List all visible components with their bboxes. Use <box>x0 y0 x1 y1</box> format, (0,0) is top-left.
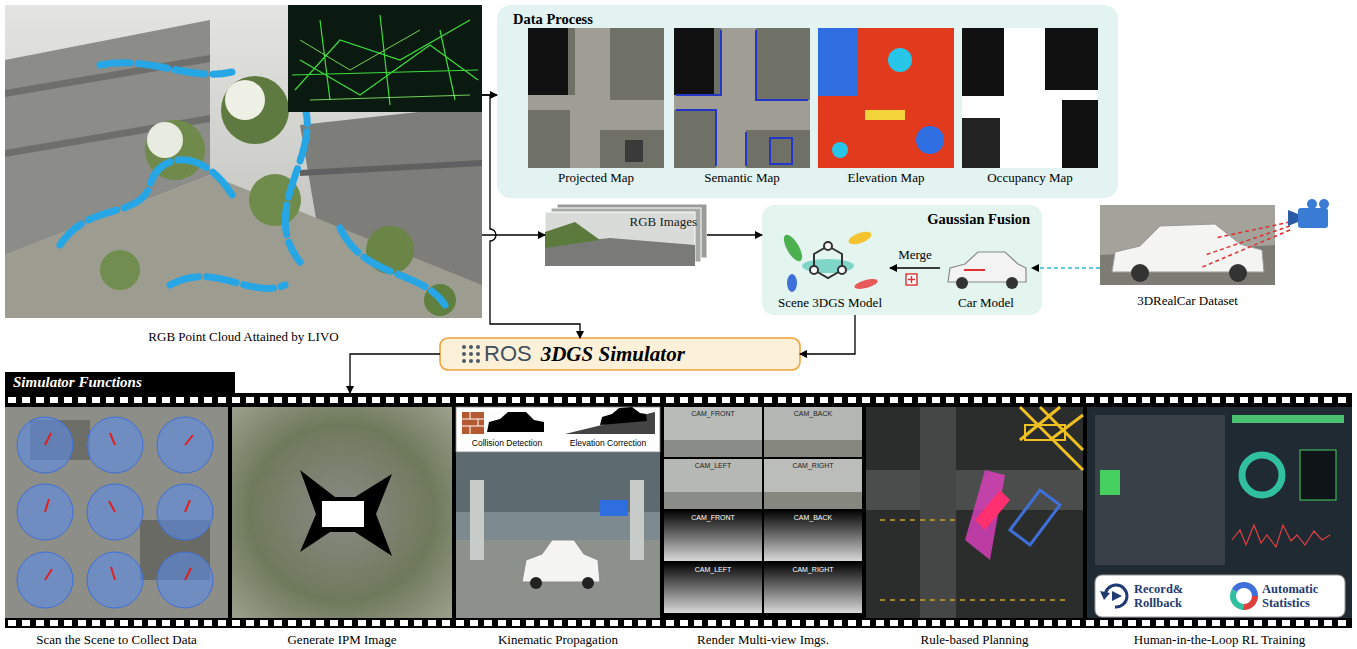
function-image-6 <box>1087 407 1352 618</box>
node-text: Generate IPM Image <box>232 632 452 648</box>
film-strip-panel: Simulator FunctionsScan the Scene to Col… <box>5 393 1352 649</box>
image-label: CAM_RIGHT <box>764 461 862 470</box>
function-image-5 <box>866 407 1083 618</box>
function-image: Generate IPM Image <box>232 407 452 648</box>
node-text: Scene 3DGS Model <box>770 295 890 311</box>
simulator-ground <box>440 338 800 370</box>
node-text: 3DRealCar Dataset <box>1100 293 1275 309</box>
image-label: Automatic Statistics <box>1262 582 1342 610</box>
node-text: Semantic Map <box>674 170 810 186</box>
model-icon: Scene 3DGS Model <box>770 228 890 311</box>
function-image: Rule-based Planning <box>866 407 1083 648</box>
image-stack: RGB Images <box>545 204 707 266</box>
function-image-2 <box>232 407 452 618</box>
function-image-3 <box>456 407 660 618</box>
node-text: ROS <box>484 341 532 367</box>
image-label: CAM_FRONT <box>664 409 762 418</box>
node-text: Car Model <box>940 295 1032 311</box>
function-image-1 <box>5 407 228 618</box>
node-text: Scan the Scene to Collect Data <box>5 632 228 648</box>
image-label: Collision Detection <box>458 438 556 449</box>
image-label: CAM_LEFT <box>664 461 762 470</box>
image-node: Occupancy Map <box>962 28 1098 186</box>
image-label: Record& Rollback <box>1134 582 1208 610</box>
function-image: Render Multi-view Imgs. <box>664 407 862 648</box>
function-image: Human-in-the-Loop RL Training <box>1087 407 1352 648</box>
node-subtext: 3DGS Simulator <box>541 341 685 367</box>
dataset-photo <box>1100 199 1329 285</box>
flow-arrow <box>482 95 580 338</box>
ros-dots <box>462 345 480 363</box>
node-text: Projected Map <box>528 170 664 186</box>
image-node: Projected Map <box>528 28 664 186</box>
image-label: CAM_FRONT <box>664 513 762 522</box>
panel-ground <box>762 205 1042 315</box>
simulator-box: ROS 3DGS Simulator <box>440 338 800 370</box>
node-text: Rule-based Planning <box>866 632 1083 648</box>
image-node: 3DRealCar Dataset <box>1100 205 1352 309</box>
node-text: Kinematic Propagation <box>456 632 660 648</box>
image-node: Elevation Map <box>818 28 954 186</box>
panel-ground <box>497 5 1118 198</box>
rgb-image-stack <box>545 204 707 266</box>
function-image: Scan the Scene to Collect Data <box>5 407 228 648</box>
process-panel: Data ProcessProjected Map Semantic Map Ele… <box>497 5 1118 198</box>
map-images <box>528 28 1098 168</box>
model-icon: Car Model <box>940 245 1032 311</box>
image-label: Elevation Correction <box>558 438 658 449</box>
node-text: Render Multi-view Imgs. <box>664 632 862 648</box>
node-text: Data Process <box>513 10 593 28</box>
image-label: CAM_BACK <box>764 513 862 522</box>
flow-arrow <box>707 234 762 235</box>
flow-arrow <box>482 234 545 235</box>
node-text: Human-in-the-Loop RL Training <box>1087 632 1352 648</box>
node-text: Gaussian Fusion <box>927 210 1030 228</box>
point-cloud-image <box>5 5 482 318</box>
node-text: Simulator Functions <box>13 373 142 392</box>
flow-arrow <box>350 354 440 393</box>
image-node: Semantic Map <box>674 28 810 186</box>
edge-label: Merge <box>896 247 934 262</box>
image-label: CAM_BACK <box>764 409 862 418</box>
gaussian-icon <box>780 229 878 292</box>
function-image-4 <box>664 407 862 618</box>
image-node: RGB Point Cloud Attained by LIVO <box>5 5 482 345</box>
flow-arrow <box>1032 267 1100 269</box>
flow-arrow <box>890 267 940 268</box>
node-text: Elevation Map <box>818 170 954 186</box>
film-strip <box>5 372 1352 628</box>
node-text: RGB Images <box>629 214 697 230</box>
node-text: Occupancy Map <box>962 170 1098 186</box>
image-label: CAM_LEFT <box>664 565 762 574</box>
flow-arrow <box>800 315 855 354</box>
image-label: CAM_RIGHT <box>764 565 862 574</box>
node-text: RGB Point Cloud Attained by LIVO <box>5 329 482 345</box>
